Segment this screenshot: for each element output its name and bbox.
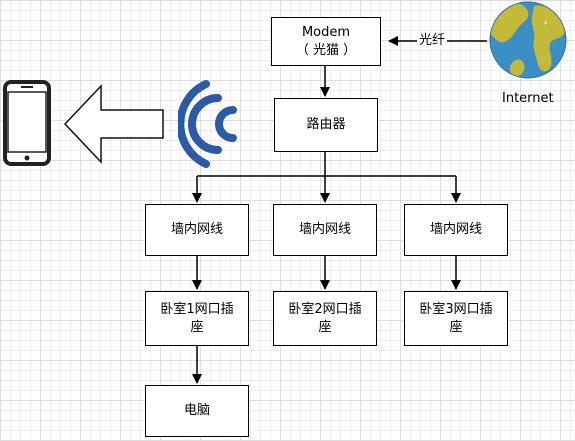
modem-box: Modem （ 光猫 ） bbox=[271, 17, 381, 66]
wall-cable-label: 墙内网线 bbox=[429, 222, 482, 237]
wall-cable-box-1: 墙内网线 bbox=[145, 204, 249, 256]
socket-label-line-1: 卧室1网口插 bbox=[160, 301, 234, 317]
computer-box: 电脑 bbox=[145, 385, 249, 437]
wifi-signal-icon bbox=[178, 80, 237, 168]
smartphone-icon bbox=[3, 80, 51, 166]
bedroom-socket-box-1: 卧室1网口插 座 bbox=[145, 291, 249, 346]
bedroom-socket-box-3: 卧室3网口插 座 bbox=[404, 291, 508, 346]
wall-cable-label: 墙内网线 bbox=[298, 222, 351, 237]
socket-label-line-2: 座 bbox=[190, 319, 204, 335]
modem-title: Modem bbox=[301, 24, 351, 40]
socket-label-line-2: 座 bbox=[318, 319, 332, 335]
modem-subtitle: （ 光猫 ） bbox=[295, 42, 357, 58]
socket-label-line-1: 卧室3网口插 bbox=[419, 301, 493, 317]
router-box: 路由器 bbox=[274, 98, 378, 152]
globe-icon bbox=[489, 1, 567, 79]
socket-label-line-2: 座 bbox=[449, 319, 463, 335]
router-label: 路由器 bbox=[306, 117, 346, 132]
internet-label: Internet bbox=[502, 91, 554, 106]
wall-cable-box-2: 墙内网线 bbox=[273, 204, 377, 256]
wall-cable-box-3: 墙内网线 bbox=[404, 204, 508, 256]
wall-cable-label: 墙内网线 bbox=[170, 222, 223, 237]
socket-label-line-1: 卧室2网口插 bbox=[288, 301, 362, 317]
computer-label: 电脑 bbox=[183, 403, 210, 418]
fiber-label: 光纤 bbox=[417, 33, 448, 49]
bedroom-socket-box-2: 卧室2网口插 座 bbox=[273, 291, 377, 346]
arrow-left-icon bbox=[63, 84, 164, 164]
